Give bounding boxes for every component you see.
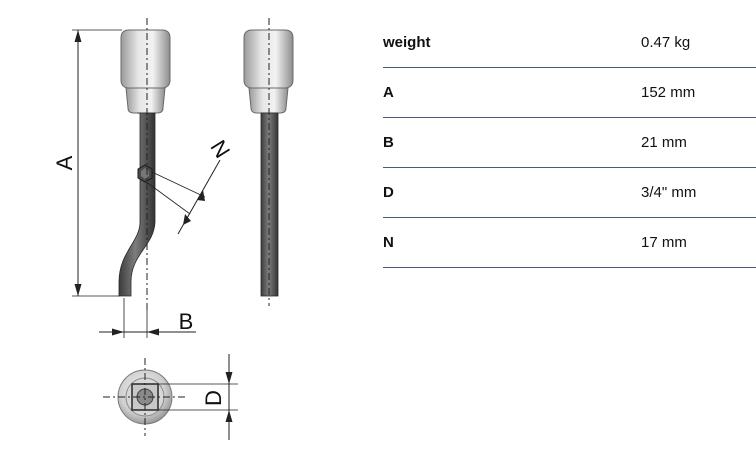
spec-value: 17 mm (641, 217, 756, 268)
dimension-label-b: B (179, 309, 194, 334)
dimension-b: B (99, 298, 196, 338)
spec-param: A (383, 67, 641, 118)
spec-row-b: B 21 mm (383, 117, 756, 168)
dimension-label-a: A (52, 155, 77, 170)
spec-param: B (383, 117, 641, 168)
dimension-n: N (144, 136, 236, 235)
spec-value: 3/4" mm (641, 167, 756, 218)
technical-drawing: A N B D (52, 18, 294, 440)
spec-param: D (383, 167, 641, 218)
spec-row-d: D 3/4" mm (383, 167, 756, 218)
spec-param: N (383, 217, 641, 268)
dimension-d: D (158, 354, 238, 440)
spec-value: 152 mm (641, 67, 756, 118)
spec-row-a: A 152 mm (383, 67, 756, 118)
wrench-end-view (103, 358, 185, 436)
dimension-a: A (52, 29, 122, 297)
spec-value: 21 mm (641, 117, 756, 168)
spec-row-weight: weight 0.47 kg (383, 18, 756, 68)
specification-table: weight 0.47 kg A 152 mm B 21 mm D 3/4" m… (383, 18, 756, 268)
dimension-label-d: D (201, 390, 226, 406)
bent-wrench-side-view (118, 18, 171, 310)
spec-param: weight (383, 18, 641, 68)
straight-wrench-side-view (243, 18, 294, 306)
spec-row-n: N 17 mm (383, 217, 756, 268)
spec-value: 0.47 kg (641, 18, 756, 68)
dimension-label-n: N (206, 136, 236, 163)
